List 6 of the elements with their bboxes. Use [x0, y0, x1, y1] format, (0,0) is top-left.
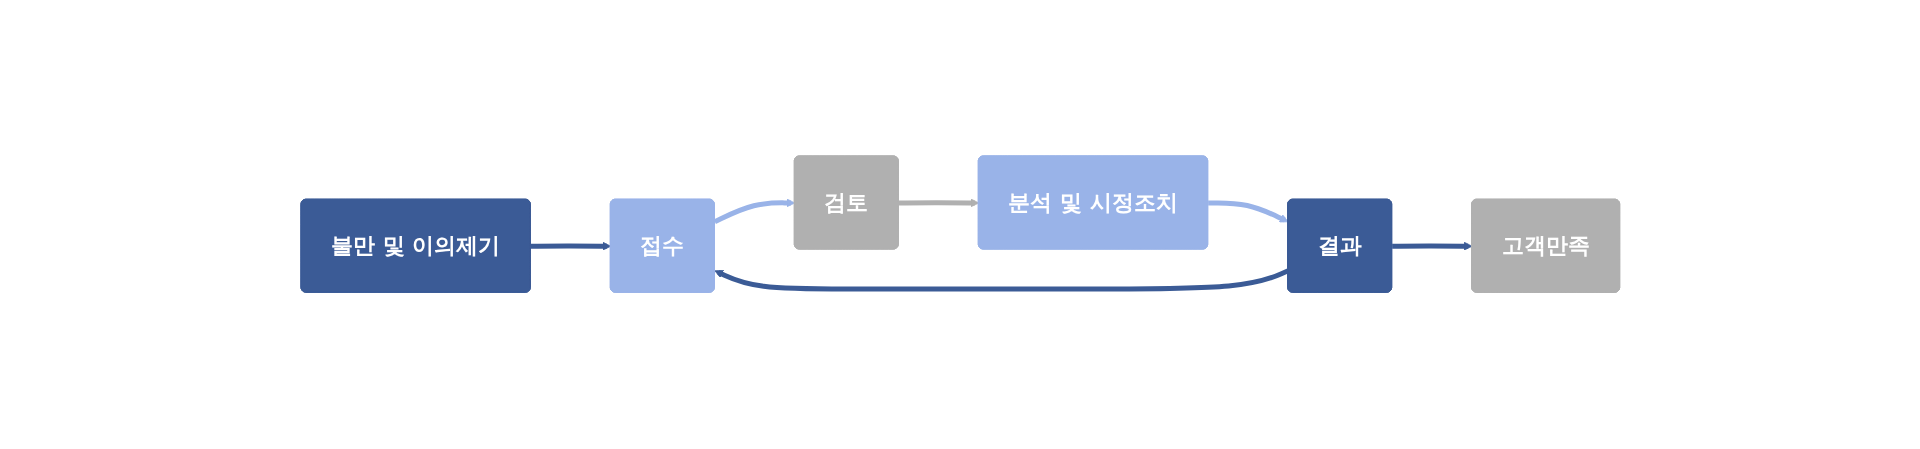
arrow [898, 198, 979, 208]
arrow [713, 198, 795, 225]
arrow [1391, 242, 1473, 251]
arrow [530, 242, 611, 251]
arrow [714, 268, 1289, 292]
arrow [1207, 200, 1289, 223]
